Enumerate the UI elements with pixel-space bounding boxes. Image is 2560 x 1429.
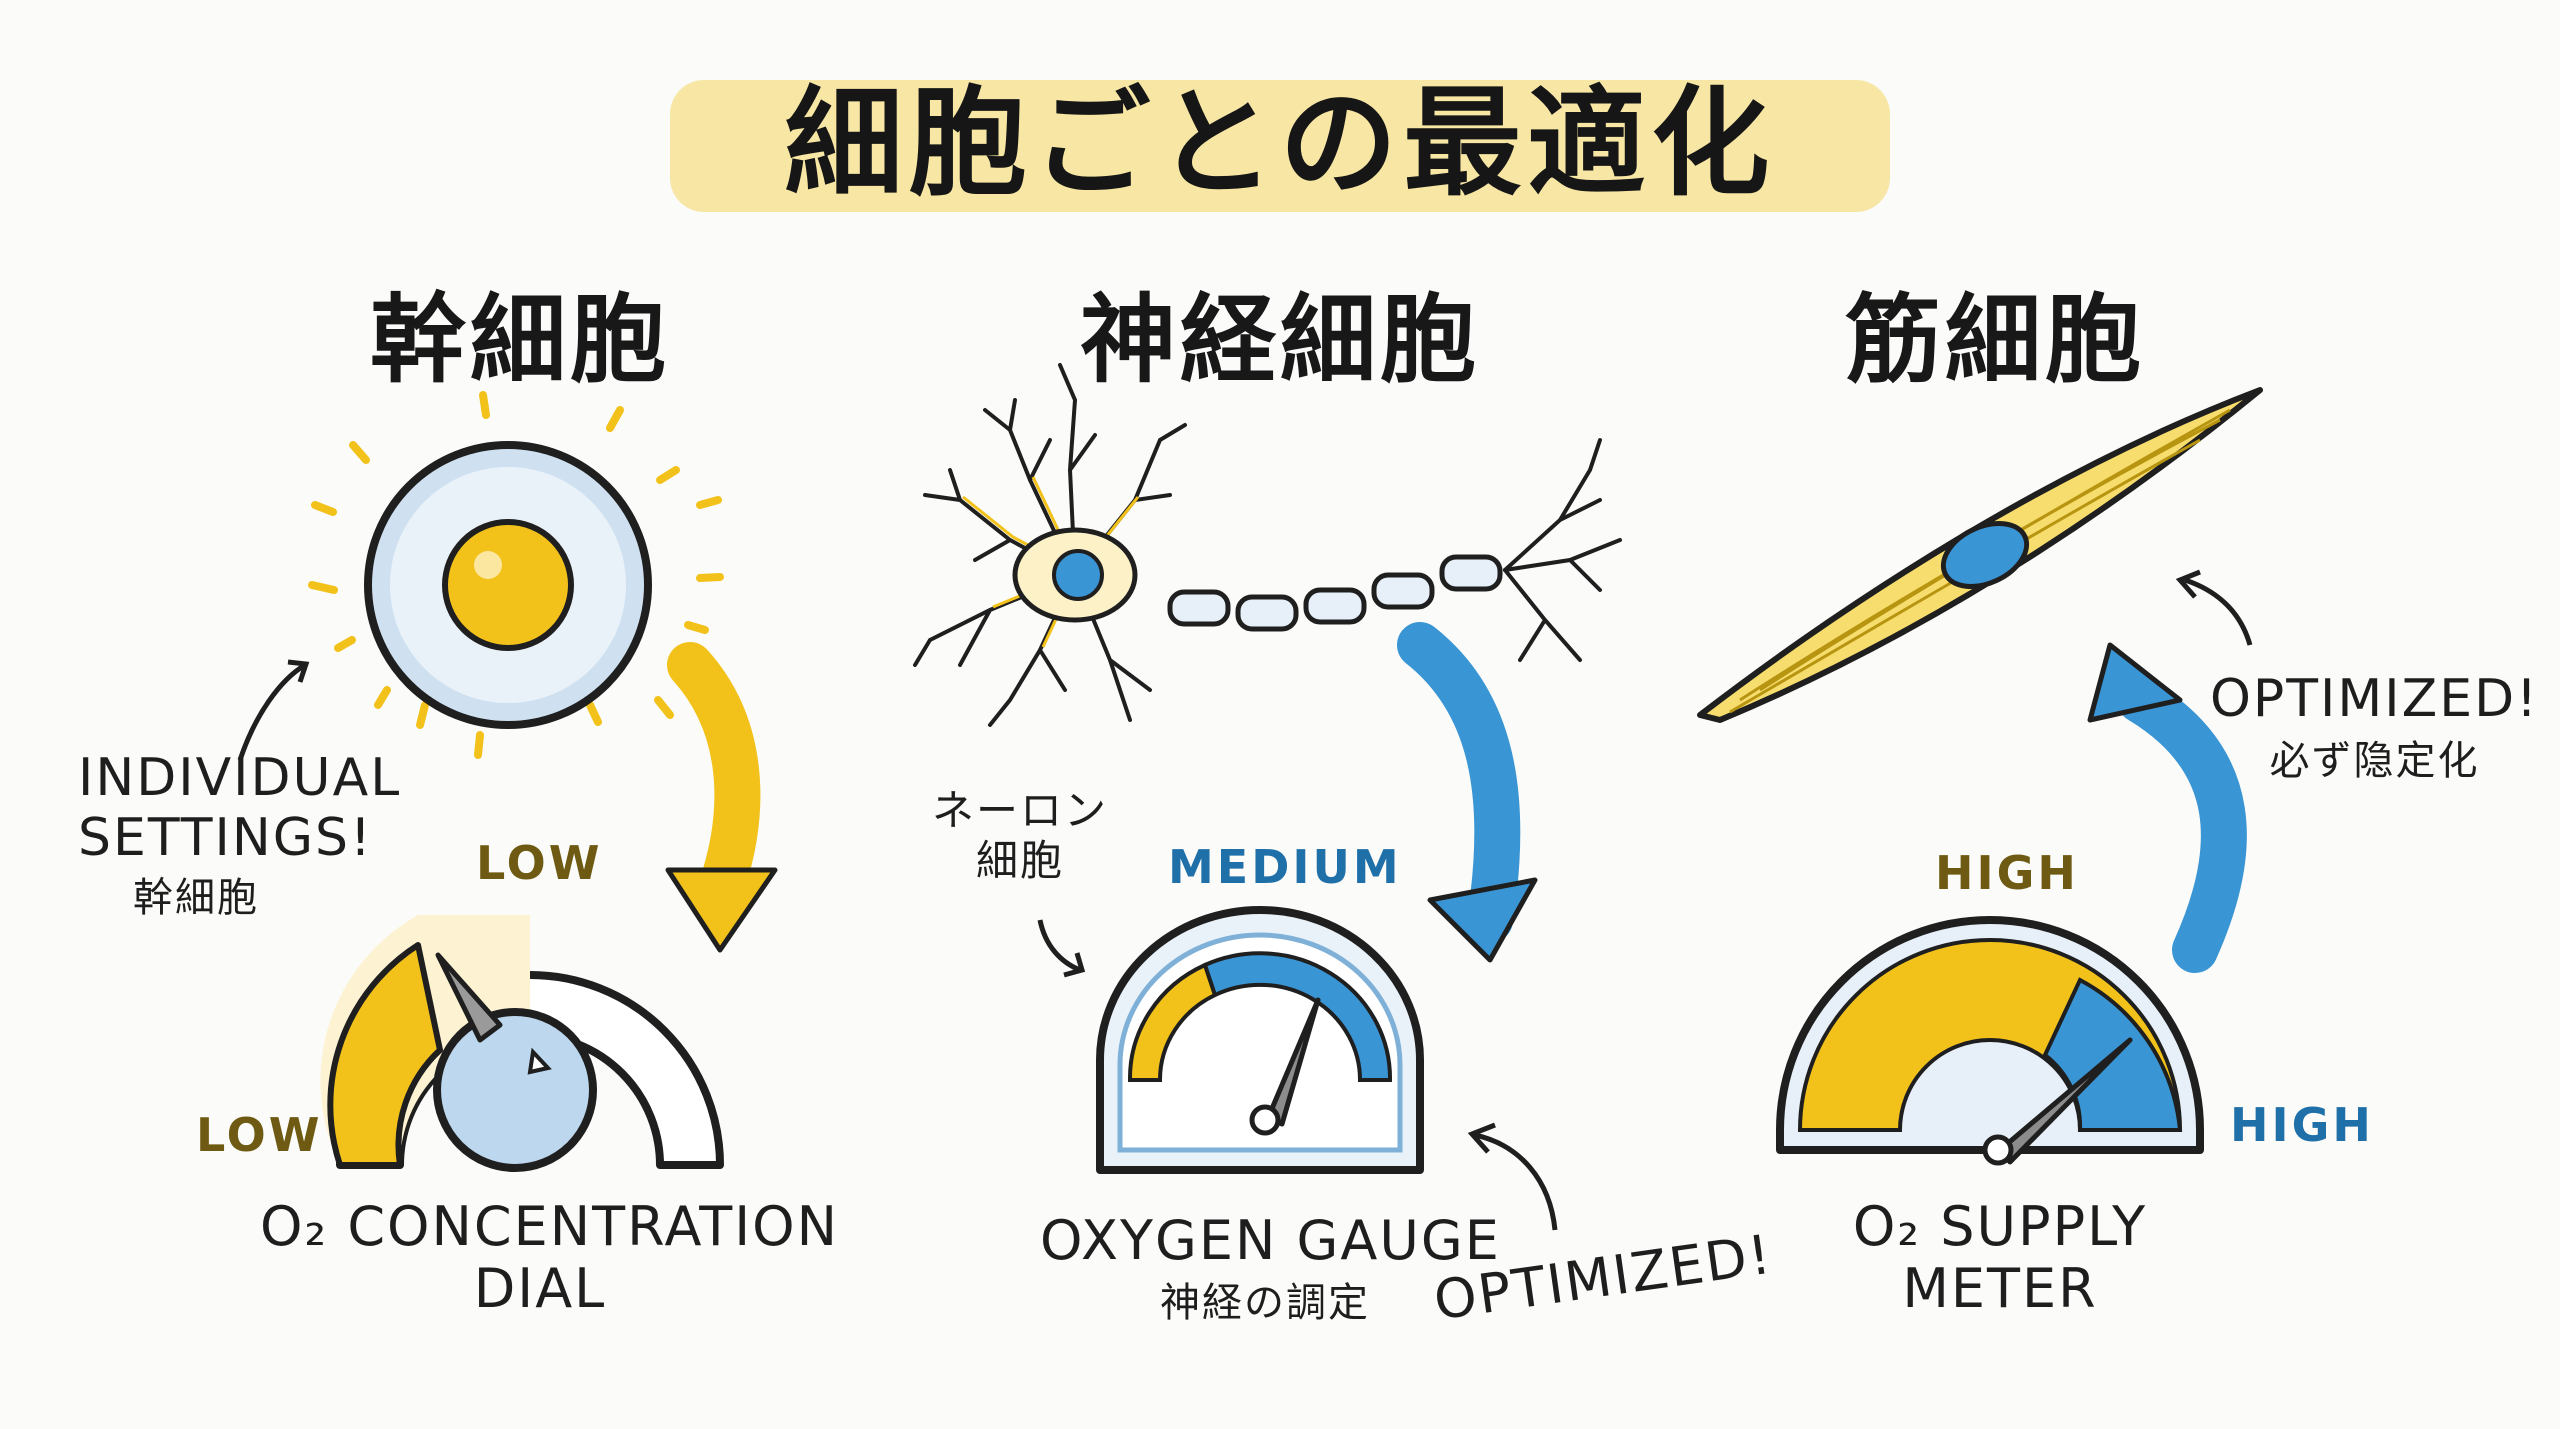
stem-note-jp: 幹細胞	[133, 875, 259, 921]
muscle-caption: O₂ SUPPLY METER	[1800, 1196, 2200, 1320]
stem-note: INDIVIDUAL SETTINGS! 幹細胞	[78, 748, 401, 928]
nerve-caption-line1: OXYGEN GAUGE	[1040, 1209, 1501, 1272]
muscle-optimized-jp: 必ず隐定化	[2269, 738, 2480, 784]
neuron-illustration	[913, 363, 1622, 978]
nerve-cell-heading: 神経細胞	[1080, 284, 1480, 396]
nerve-note: ネーロン 細胞	[932, 786, 1108, 886]
muscle-cell-heading: 筋細胞	[1845, 284, 2145, 396]
muscle-o2-meter	[1776, 916, 2204, 1166]
stem-note-line1: INDIVIDUAL	[78, 748, 402, 808]
stem-caption: O₂ CONCENTRATION DIAL	[260, 1195, 840, 1320]
muscle-optimized-note: OPTIMIZED! 必ず隐定化	[2210, 668, 2539, 792]
nerve-caption: OXYGEN GAUGE 神経の調定	[1040, 1209, 1501, 1334]
stem-level-side: LOW	[196, 1108, 323, 1162]
nerve-level-top: MEDIUM	[1168, 840, 1402, 894]
nerve-note-line2: 細胞	[976, 836, 1065, 885]
stem-cell-illustration	[237, 391, 778, 953]
stem-cell-heading: 幹細胞	[370, 284, 670, 396]
title-highlight	[670, 80, 1890, 212]
stem-note-line2: SETTINGS!	[78, 808, 373, 868]
muscle-optimized: OPTIMIZED!	[2210, 669, 2539, 729]
stem-caption-line2: DIAL	[473, 1257, 607, 1320]
muscle-level-side: HIGH	[2230, 1098, 2374, 1152]
stem-o2-dial	[320, 915, 724, 1172]
nerve-oxygen-gauge	[1096, 906, 1558, 1231]
muscle-caption-line1: O₂ SUPPLY	[1852, 1195, 2148, 1258]
stem-caption-line1: O₂ CONCENTRATION	[260, 1195, 840, 1258]
muscle-caption-line2: METER	[1902, 1257, 2098, 1320]
stem-level-top: LOW	[476, 836, 603, 890]
muscle-level-top: HIGH	[1935, 846, 2079, 900]
nerve-caption-jp: 神経の調定	[1160, 1280, 1370, 1326]
page-title: 細胞ごとの最適化	[784, 74, 1776, 212]
muscle-cell-illustration	[1697, 387, 2263, 973]
nerve-note-line1: ネーロン	[932, 786, 1109, 835]
